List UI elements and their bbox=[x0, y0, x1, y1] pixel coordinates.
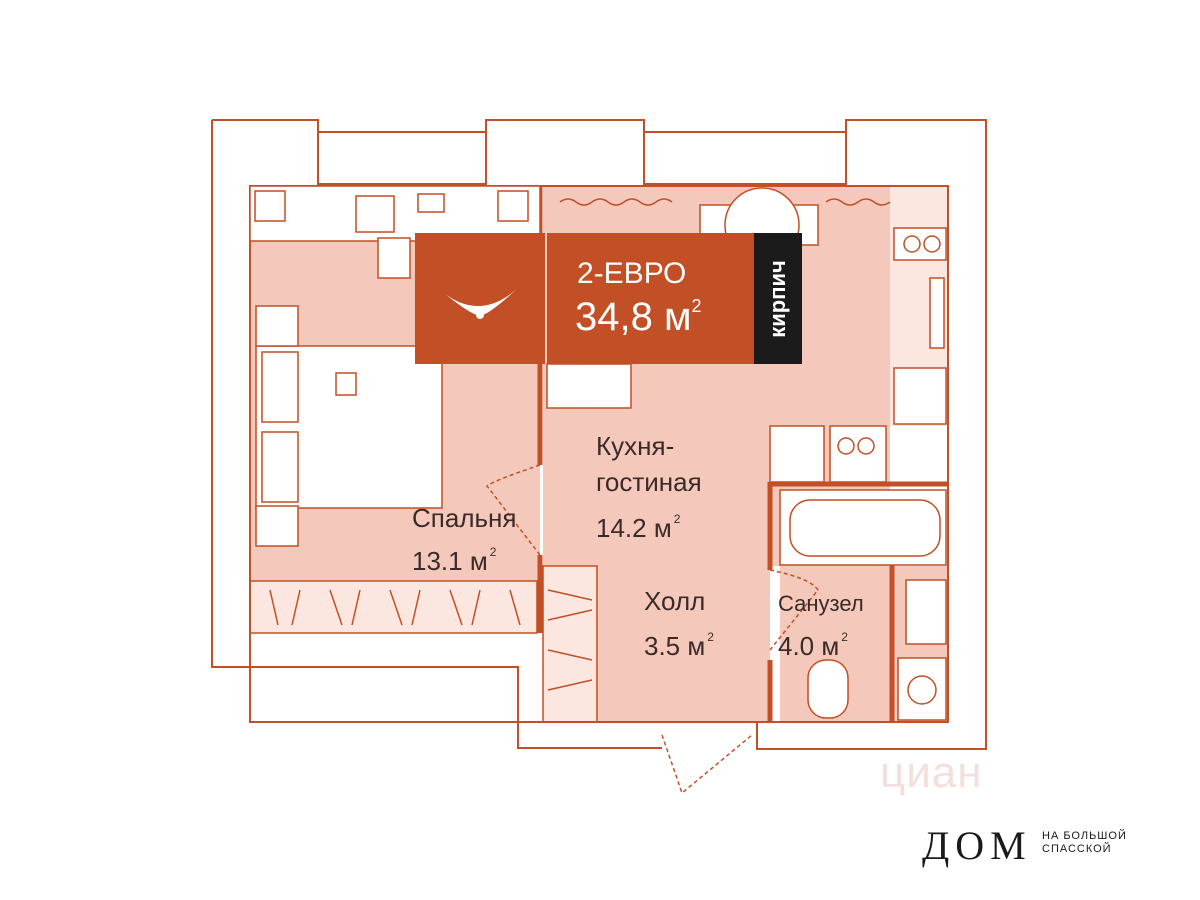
hall-fill bbox=[597, 566, 770, 722]
closet-hall bbox=[543, 566, 597, 722]
doors bbox=[485, 464, 819, 795]
kitchen-appliances bbox=[769, 227, 947, 483]
watermark: циан bbox=[880, 748, 983, 797]
logo-sub: НА БОЛЬШОЙ СПАССКОЙ bbox=[1042, 830, 1127, 855]
bathroom-fixtures bbox=[779, 489, 947, 721]
apartment-type: 2-ЕВРО bbox=[577, 257, 687, 290]
bedroom-label: Спальня bbox=[412, 503, 517, 533]
bird-logo-icon bbox=[439, 285, 521, 319]
bathroom-label: Санузел bbox=[778, 591, 864, 616]
apartment-badge: 2-ЕВРО 34,8 м2 кирпич bbox=[415, 233, 802, 364]
hall-label: Холл bbox=[644, 586, 706, 616]
inner-frame bbox=[249, 185, 949, 723]
desk bbox=[249, 185, 541, 279]
wardrobe bbox=[249, 565, 598, 723]
kitchen-label: Кухня- гостиная bbox=[596, 431, 702, 497]
windows bbox=[317, 131, 847, 185]
apartment-area: 34,8 м2 bbox=[575, 295, 702, 339]
bed bbox=[255, 305, 443, 547]
material-label: кирпич bbox=[754, 233, 802, 364]
closet-bedroom bbox=[250, 581, 537, 633]
curtains bbox=[559, 198, 891, 206]
badge-info: 2-ЕВРО 34,8 м2 bbox=[547, 233, 754, 364]
logo-main: ДОМ bbox=[922, 823, 1032, 868]
badge-logo bbox=[415, 233, 545, 364]
